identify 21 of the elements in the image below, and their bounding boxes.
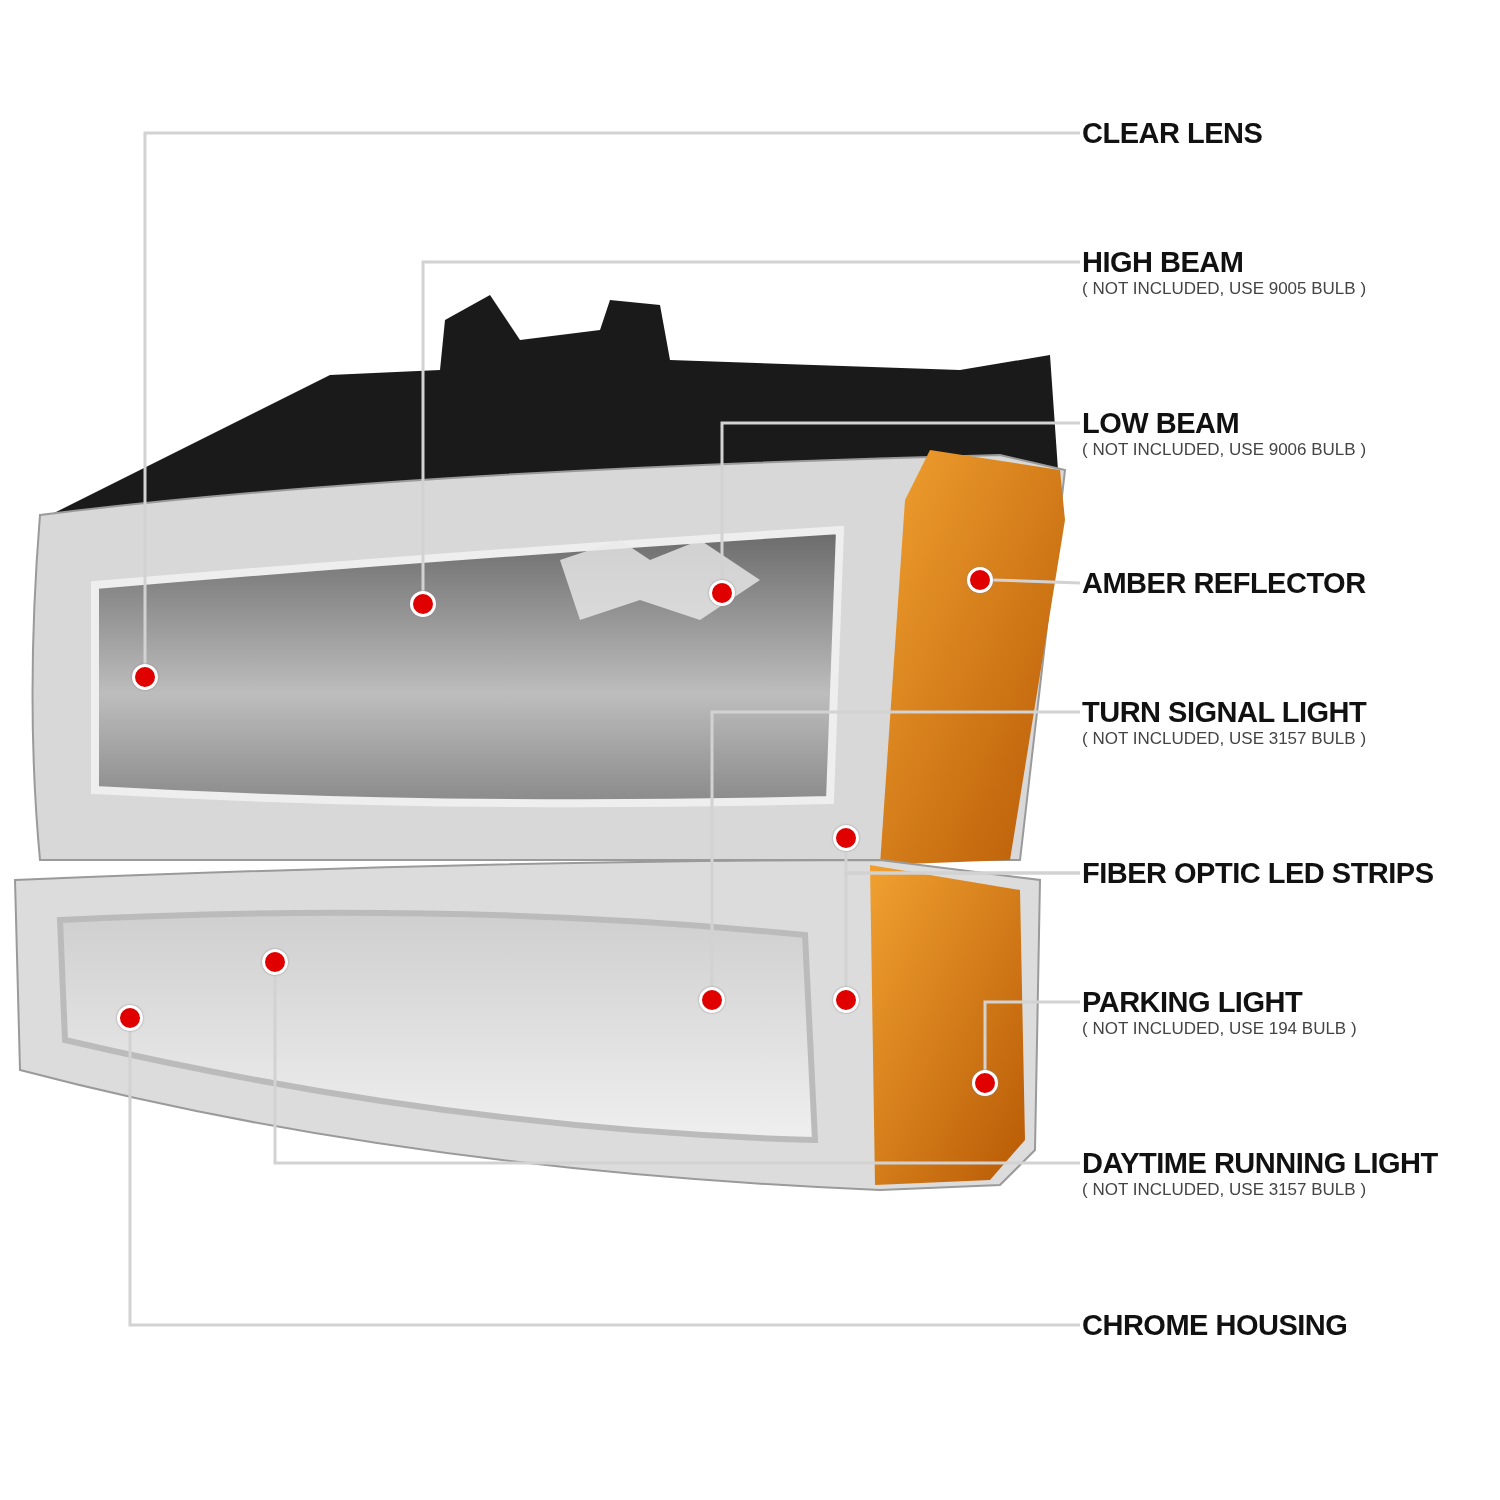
callout-label: LOW BEAM — [1082, 406, 1241, 440]
leader-line — [143, 131, 1080, 664]
leader-line — [128, 1031, 1080, 1327]
leader-line — [844, 871, 1080, 987]
leader-line — [710, 710, 1080, 987]
callout-label: PARKING LIGHT — [1082, 985, 1304, 1019]
callout-label: FIBER OPTIC LED STRIPS — [1082, 856, 1435, 890]
leader-line — [983, 1000, 1080, 1070]
callout-note: ( NOT INCLUDED, USE 194 BULB ) — [1082, 1019, 1358, 1039]
callout-label: TURN SIGNAL LIGHT — [1082, 695, 1368, 729]
callout-note: ( NOT INCLUDED, USE 9006 BULB ) — [1082, 440, 1368, 460]
callout-label: HIGH BEAM — [1082, 245, 1245, 279]
callout-note: ( NOT INCLUDED, USE 3157 BULB ) — [1082, 729, 1368, 749]
callout-note: ( NOT INCLUDED, USE 3157 BULB ) — [1082, 1180, 1368, 1200]
callout-label: CLEAR LENS — [1082, 116, 1264, 150]
callout-note: ( NOT INCLUDED, USE 9005 BULB ) — [1082, 279, 1368, 299]
callout-label: CHROME HOUSING — [1082, 1308, 1349, 1342]
leader-line — [273, 975, 1080, 1165]
leader-line — [421, 260, 1080, 591]
callout-label: DAYTIME RUNNING LIGHT — [1082, 1146, 1439, 1180]
callout-label: AMBER REFLECTOR — [1082, 566, 1367, 600]
